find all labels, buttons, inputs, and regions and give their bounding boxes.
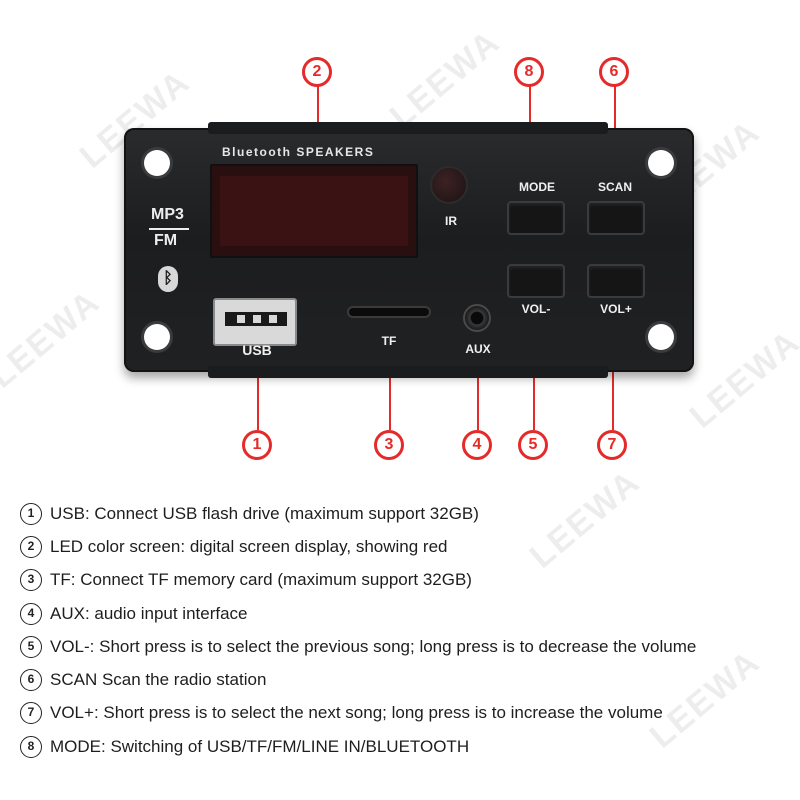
list-item: 5 VOL-: Short press is to select the pre… <box>20 630 790 663</box>
list-item: 8 MODE: Switching of USB/TF/FM/LINE IN/B… <box>20 730 790 763</box>
bluetooth-icon: ᛒ <box>158 266 178 292</box>
vol-plus-button[interactable] <box>587 264 645 298</box>
mounting-hole-bottom-left <box>144 324 170 350</box>
list-item: 2 LED color screen: digital screen displ… <box>20 530 790 563</box>
ir-receiver <box>430 166 468 204</box>
led-screen <box>210 164 418 258</box>
mounting-hole-top-right <box>648 150 674 176</box>
item-number: 8 <box>20 735 42 758</box>
board-top-edge <box>208 122 608 134</box>
item-number: 1 <box>20 502 42 525</box>
item-text: MODE: Switching of USB/TF/FM/LINE IN/BLU… <box>50 736 470 756</box>
list-item: 1 USB: Connect USB flash drive (maximum … <box>20 497 790 530</box>
mounting-hole-bottom-right <box>648 324 674 350</box>
item-number: 6 <box>20 669 42 692</box>
aux-jack[interactable] <box>463 304 491 332</box>
mp3-label: MP3 <box>151 206 184 223</box>
scan-label: SCAN <box>597 180 632 194</box>
watermark: LEEWA <box>0 282 108 396</box>
mounting-hole-top-left <box>144 150 170 176</box>
mode-button[interactable] <box>507 201 565 235</box>
usb-pin <box>253 315 261 323</box>
item-number: 5 <box>20 635 42 658</box>
aux-label: AUX <box>465 342 491 356</box>
list-item: 7 VOL+: Short press is to select the nex… <box>20 697 790 730</box>
brand-label: Bluetooth SPEAKERS <box>222 145 375 159</box>
vol-plus-label: VOL+ <box>600 302 632 316</box>
usb-port[interactable] <box>213 298 297 346</box>
tf-label: TF <box>381 334 397 348</box>
board-bottom-edge <box>208 366 608 378</box>
watermark: LEEWA <box>382 22 508 136</box>
fm-label: FM <box>154 232 178 249</box>
item-number: 3 <box>20 569 42 592</box>
callout-3: 3 <box>374 430 404 460</box>
item-number: 7 <box>20 702 42 725</box>
callout-5: 5 <box>518 430 548 460</box>
tf-card-slot[interactable] <box>347 306 431 318</box>
item-number: 2 <box>20 535 42 558</box>
vol-minus-button[interactable] <box>507 264 565 298</box>
ir-label: IR <box>445 214 457 228</box>
usb-pin <box>269 315 277 323</box>
item-text: AUX: audio input interface <box>50 603 248 623</box>
item-text: VOL-: Short press is to select the previ… <box>50 636 697 656</box>
vol-minus-label: VOL- <box>521 302 551 316</box>
watermark: LEEWA <box>682 322 800 436</box>
callout-7: 7 <box>597 430 627 460</box>
item-text: LED color screen: digital screen display… <box>50 536 448 556</box>
callout-8: 8 <box>514 57 544 87</box>
item-text: VOL+: Short press is to select the next … <box>50 703 663 723</box>
item-text: SCAN Scan the radio station <box>50 670 267 690</box>
mode-label: MODE <box>519 180 555 194</box>
mp3-fm-divider <box>149 228 189 230</box>
item-text: USB: Connect USB flash drive (maximum su… <box>50 503 479 523</box>
callout-1: 1 <box>242 430 272 460</box>
list-item: 6 SCAN Scan the radio station <box>20 663 790 696</box>
mp3-decoder-board: Bluetooth SPEAKERS MP3 FM ᛒ IR MODE SCAN… <box>124 122 694 378</box>
feature-description-list: 1 USB: Connect USB flash drive (maximum … <box>20 497 790 763</box>
callout-6: 6 <box>599 57 629 87</box>
scan-button[interactable] <box>587 201 645 235</box>
led-screen-display <box>220 176 408 246</box>
usb-pin <box>237 315 245 323</box>
callout-2: 2 <box>302 57 332 87</box>
list-item: 4 AUX: audio input interface <box>20 597 790 630</box>
usb-label: USB <box>242 342 272 358</box>
callout-4: 4 <box>462 430 492 460</box>
item-text: TF: Connect TF memory card (maximum supp… <box>50 570 472 590</box>
list-item: 3 TF: Connect TF memory card (maximum su… <box>20 564 790 597</box>
item-number: 4 <box>20 602 42 625</box>
